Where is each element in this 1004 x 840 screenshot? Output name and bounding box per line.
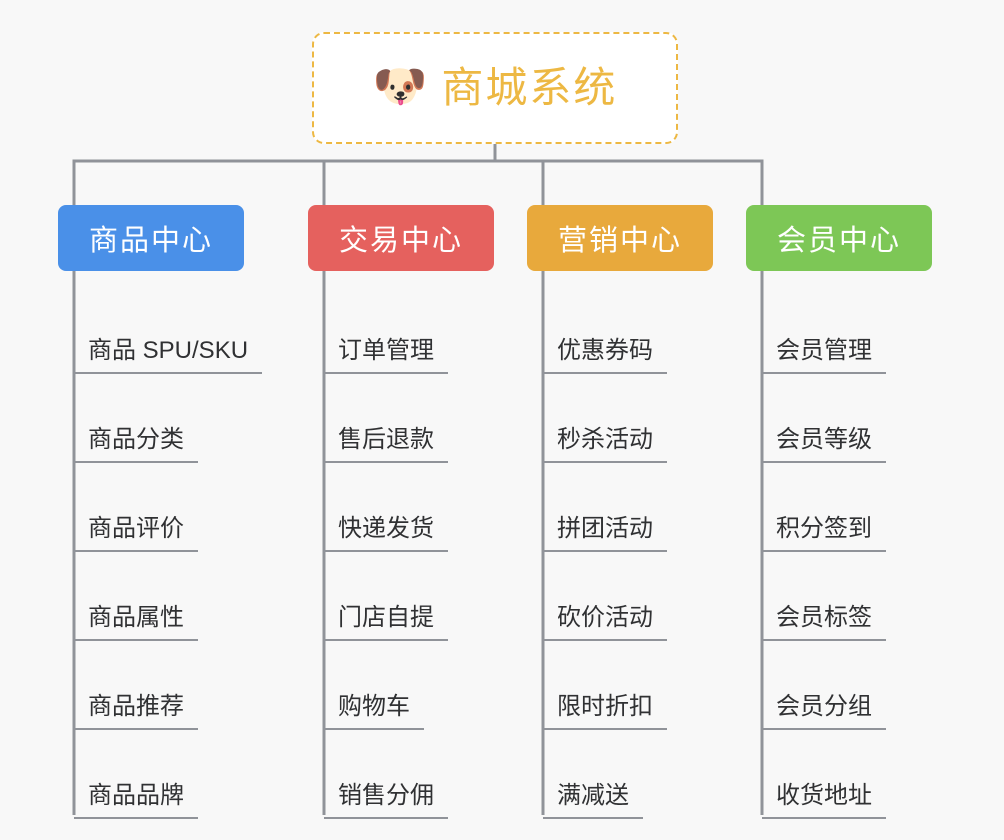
branch-column-trade-center: 交易中心订单管理售后退款快递发货门店自提购物车销售分佣 [308,205,494,819]
branch-header-product-center[interactable]: 商品中心 [58,205,244,271]
leaf-item-label: 积分签到 [762,516,886,552]
branch-column-member-center: 会员中心会员管理会员等级积分签到会员标签会员分组收货地址 [746,205,932,819]
leaf-item[interactable]: 限时折扣 [527,641,713,730]
leaf-item[interactable]: 商品品牌 [58,730,244,819]
leaf-item-label: 商品 SPU/SKU [74,338,263,374]
leaf-item[interactable]: 商品属性 [58,552,244,641]
leaf-item[interactable]: 积分签到 [746,463,932,552]
leaf-item[interactable]: 拼团活动 [527,463,713,552]
leaf-list-marketing-center: 优惠券码秒杀活动拼团活动砍价活动限时折扣满减送 [527,271,713,819]
leaf-item-label: 商品品牌 [74,783,198,819]
leaf-item-label: 商品评价 [74,516,198,552]
root-node[interactable]: 🐶 商城系统 [312,32,678,144]
leaf-item-label: 商品分类 [74,427,198,463]
leaf-item-label: 收货地址 [762,783,886,819]
shiba-dog-face-icon: 🐶 [372,62,428,111]
leaf-item[interactable]: 商品推荐 [58,641,244,730]
root-title: 商城系统 [441,64,618,111]
leaf-item[interactable]: 订单管理 [308,285,494,374]
leaf-item-label: 订单管理 [324,338,448,374]
leaf-item-label: 商品推荐 [74,694,198,730]
leaf-item[interactable]: 门店自提 [308,552,494,641]
leaf-item[interactable]: 销售分佣 [308,730,494,819]
leaf-item[interactable]: 满减送 [527,730,713,819]
branch-header-marketing-center[interactable]: 营销中心 [527,205,713,271]
leaf-item-label: 售后退款 [324,427,448,463]
leaf-list-product-center: 商品 SPU/SKU 商品分类商品评价商品属性商品推荐商品品牌 [58,271,263,819]
branch-header-trade-center[interactable]: 交易中心 [308,205,494,271]
leaf-item[interactable]: 会员等级 [746,374,932,463]
leaf-item[interactable]: 砍价活动 [527,552,713,641]
leaf-item[interactable]: 快递发货 [308,463,494,552]
leaf-item-label: 销售分佣 [324,783,448,819]
leaf-item[interactable]: 收货地址 [746,730,932,819]
leaf-item-label: 秒杀活动 [543,427,667,463]
leaf-item-label: 拼团活动 [543,516,667,552]
leaf-item-label: 会员分组 [762,694,886,730]
leaf-item[interactable]: 购物车 [308,641,494,730]
leaf-item-label: 会员等级 [762,427,886,463]
leaf-item[interactable]: 秒杀活动 [527,374,713,463]
leaf-item[interactable]: 优惠券码 [527,285,713,374]
leaf-item-label: 门店自提 [324,605,448,641]
leaf-item-label: 优惠券码 [543,338,667,374]
leaf-item[interactable]: 会员分组 [746,641,932,730]
leaf-list-trade-center: 订单管理售后退款快递发货门店自提购物车销售分佣 [308,271,494,819]
leaf-item-label: 满减送 [543,783,643,819]
leaf-item[interactable]: 商品 SPU/SKU [58,285,263,374]
leaf-item[interactable]: 商品评价 [58,463,244,552]
leaf-item[interactable]: 商品分类 [58,374,244,463]
leaf-item[interactable]: 会员标签 [746,552,932,641]
leaf-item-label: 砍价活动 [543,605,667,641]
leaf-item[interactable]: 会员管理 [746,285,932,374]
branch-column-marketing-center: 营销中心优惠券码秒杀活动拼团活动砍价活动限时折扣满减送 [527,205,713,819]
leaf-item-label: 会员管理 [762,338,886,374]
leaf-item[interactable]: 售后退款 [308,374,494,463]
leaf-item-label: 快递发货 [324,516,448,552]
leaf-item-label: 购物车 [324,694,424,730]
branch-column-product-center: 商品中心商品 SPU/SKU 商品分类商品评价商品属性商品推荐商品品牌 [58,205,263,819]
leaf-list-member-center: 会员管理会员等级积分签到会员标签会员分组收货地址 [746,271,932,819]
leaf-item-label: 商品属性 [74,605,198,641]
leaf-item-label: 限时折扣 [543,694,667,730]
branch-header-member-center[interactable]: 会员中心 [746,205,932,271]
leaf-item-label: 会员标签 [762,605,886,641]
